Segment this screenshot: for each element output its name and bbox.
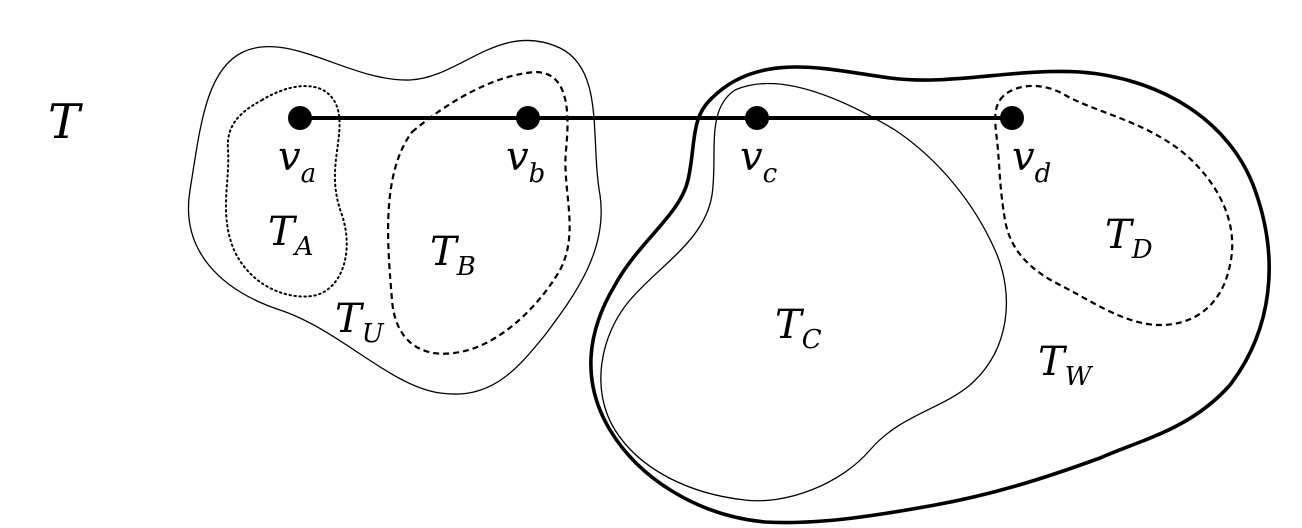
vertex-a-label: va — [278, 134, 316, 189]
region-t-c-outline — [600, 82, 1008, 502]
vertex-b-label: vb — [506, 134, 545, 189]
region-t-u-label: TU — [335, 296, 385, 349]
tree-label: T — [48, 94, 83, 150]
region-t-u-outline — [187, 39, 602, 395]
vertex-b-dot — [516, 106, 540, 130]
region-t-a-label: TA — [268, 209, 313, 262]
region-t-d-outline — [994, 84, 1234, 327]
vertex-d-label: vd — [1012, 134, 1051, 189]
vertex-c-dot — [745, 106, 769, 130]
region-t-d-label: TD — [1105, 212, 1153, 265]
region-t-b-outline — [387, 70, 571, 355]
vertex-d-dot — [1000, 106, 1024, 130]
region-t-w-outline — [589, 65, 1271, 525]
region-t-a-outline — [224, 85, 348, 298]
region-t-b-label: TB — [430, 229, 476, 282]
vertex-a-dot — [288, 106, 312, 130]
vertex-c-label: vc — [740, 134, 778, 189]
region-t-c-label: TC — [775, 302, 822, 355]
region-t-w-label: TW — [1038, 339, 1094, 392]
